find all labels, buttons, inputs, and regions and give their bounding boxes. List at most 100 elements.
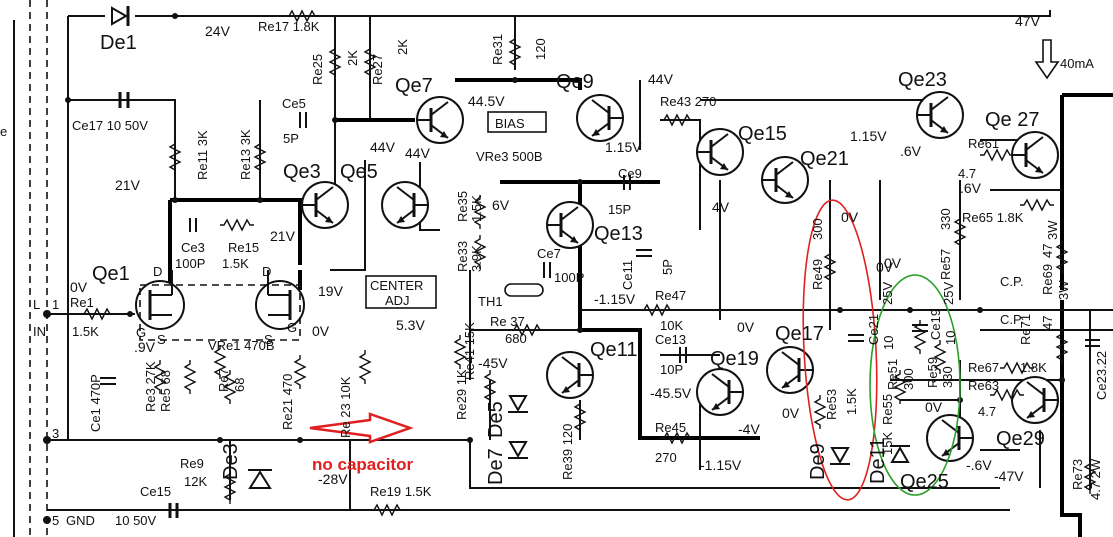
svg-text:2K: 2K <box>395 39 410 55</box>
svg-text:Ce19: Ce19 <box>928 309 943 340</box>
svg-text:0V: 0V <box>876 259 894 275</box>
svg-text:40mA: 40mA <box>1060 56 1094 71</box>
svg-text:-47V: -47V <box>994 468 1024 484</box>
svg-text:Re59: Re59 <box>925 357 940 388</box>
svg-text:Ce1 470P: Ce1 470P <box>88 374 103 432</box>
diode-de11 <box>890 445 910 463</box>
svg-text:-45.5V: -45.5V <box>650 385 692 401</box>
label-qe15: Qe15 <box>738 123 787 145</box>
svg-text:S: S <box>264 332 273 347</box>
svg-text:Re73: Re73 <box>1070 459 1085 490</box>
svg-text:Re71: Re71 <box>1018 314 1033 345</box>
svg-text:2K: 2K <box>345 50 360 66</box>
label-qe25: Qe25 <box>900 471 949 493</box>
diode-de3 <box>248 469 272 489</box>
svg-text:0V: 0V <box>70 279 88 295</box>
svg-text:300: 300 <box>901 368 916 390</box>
diode-de9 <box>830 447 850 465</box>
svg-text:-45V: -45V <box>478 355 508 371</box>
svg-text:44.5V: 44.5V <box>468 93 505 109</box>
labels: De1 Qe7 Qe9 Qe3 Qe5 Qe13 Qe15 Qe21 Qe23 … <box>33 13 1109 528</box>
svg-text:Re61: Re61 <box>968 136 999 151</box>
svg-text:5.3V: 5.3V <box>396 317 425 333</box>
svg-text:19V: 19V <box>318 283 344 299</box>
label-de3: De3 <box>220 443 242 480</box>
svg-text:Re67: Re67 <box>968 360 999 375</box>
svg-text:68: 68 <box>232 378 247 392</box>
label-qe5: Qe5 <box>340 161 378 183</box>
svg-text:15P: 15P <box>608 202 631 217</box>
svg-text:Ce21: Ce21 <box>866 314 881 345</box>
svg-text:VRe3 500B: VRe3 500B <box>476 149 543 164</box>
svg-text:Re1: Re1 <box>70 295 94 310</box>
svg-text:.6V: .6V <box>960 180 982 196</box>
svg-text:4.7: 4.7 <box>958 166 976 181</box>
svg-text:5P: 5P <box>660 259 675 275</box>
svg-text:680: 680 <box>505 331 527 346</box>
svg-text:Re3 27K: Re3 27K <box>143 361 158 412</box>
svg-text:Ce11: Ce11 <box>620 260 635 290</box>
svg-text:Re41 15K: Re41 15K <box>462 322 477 380</box>
svg-text:BIAS: BIAS <box>495 116 525 131</box>
svg-text:Re49: Re49 <box>810 259 825 290</box>
svg-text:6V: 6V <box>492 197 510 213</box>
svg-text:-1.15V: -1.15V <box>700 457 742 473</box>
svg-text:10K: 10K <box>660 318 683 333</box>
svg-text:330: 330 <box>940 366 955 388</box>
svg-text:Ce23.22: Ce23.22 <box>1094 351 1109 400</box>
rails <box>47 10 1113 537</box>
thermistor-th1 <box>504 283 544 297</box>
svg-text:0V: 0V <box>782 405 800 421</box>
svg-text:Re7: Re7 <box>216 368 231 392</box>
label-qe9: Qe9 <box>556 71 594 93</box>
svg-text:5: 5 <box>52 513 59 528</box>
capacitor-glyphs <box>100 92 1100 518</box>
svg-text:3.9K: 3.9K <box>469 245 484 272</box>
svg-text:1: 1 <box>52 297 59 312</box>
junctions <box>43 13 1065 524</box>
svg-text:0V: 0V <box>841 209 859 225</box>
transistor-qe29 <box>1010 375 1060 425</box>
svg-text:Re11 3K: Re11 3K <box>195 130 210 180</box>
transistor-qe27 <box>1010 130 1060 180</box>
label-qe3: Qe3 <box>283 161 321 183</box>
transistor-qe11 <box>545 350 595 400</box>
svg-text:100P: 100P <box>175 256 205 271</box>
transistor-qe15 <box>695 127 745 177</box>
svg-text:21V: 21V <box>270 228 296 244</box>
svg-text:Re65 1.8K: Re65 1.8K <box>962 210 1024 225</box>
svg-text:Ce5: Ce5 <box>282 96 306 111</box>
svg-text:10 50V: 10 50V <box>115 513 157 528</box>
svg-text:Re39 120: Re39 120 <box>560 424 575 480</box>
svg-text:0V: 0V <box>884 255 902 271</box>
left-edge-text: e <box>0 124 7 139</box>
svg-text:Ce13: Ce13 <box>655 332 686 347</box>
svg-text:TH1: TH1 <box>478 294 503 309</box>
svg-text:.9V: .9V <box>134 339 156 355</box>
svg-text:3W: 3W <box>1056 280 1071 300</box>
svg-text:L: L <box>33 297 40 312</box>
svg-text:0V: 0V <box>925 399 943 415</box>
svg-text:Re31: Re31 <box>490 34 505 65</box>
svg-text:S: S <box>157 332 166 347</box>
svg-text:4.7 2W: 4.7 2W <box>1088 458 1103 500</box>
label-qe27: Qe 27 <box>985 109 1039 131</box>
svg-text:Ce9: Ce9 <box>618 166 642 181</box>
svg-text:44V: 44V <box>648 71 674 87</box>
svg-text:Re29 1K: Re29 1K <box>454 369 469 420</box>
svg-text:Re55: Re55 <box>880 394 895 425</box>
svg-text:1.5K: 1.5K <box>72 324 99 339</box>
svg-text:Re 37: Re 37 <box>490 314 525 329</box>
svg-text:25V: 25V <box>941 282 956 305</box>
svg-text:Re 23 10K: Re 23 10K <box>338 376 353 438</box>
svg-text:300: 300 <box>810 218 825 240</box>
bias-box: BIAS <box>487 111 547 133</box>
svg-text:Re69: Re69 <box>1040 264 1055 295</box>
label-qe11: Qe11 <box>590 339 637 361</box>
svg-text:Re5 68: Re5 68 <box>158 370 173 412</box>
svg-text:15K: 15K <box>880 432 895 455</box>
svg-text:D: D <box>153 264 162 279</box>
svg-text:1.5K: 1.5K <box>222 256 249 271</box>
label-qe1: Qe1 <box>92 263 130 285</box>
dual-fet-qe1 <box>135 270 305 341</box>
